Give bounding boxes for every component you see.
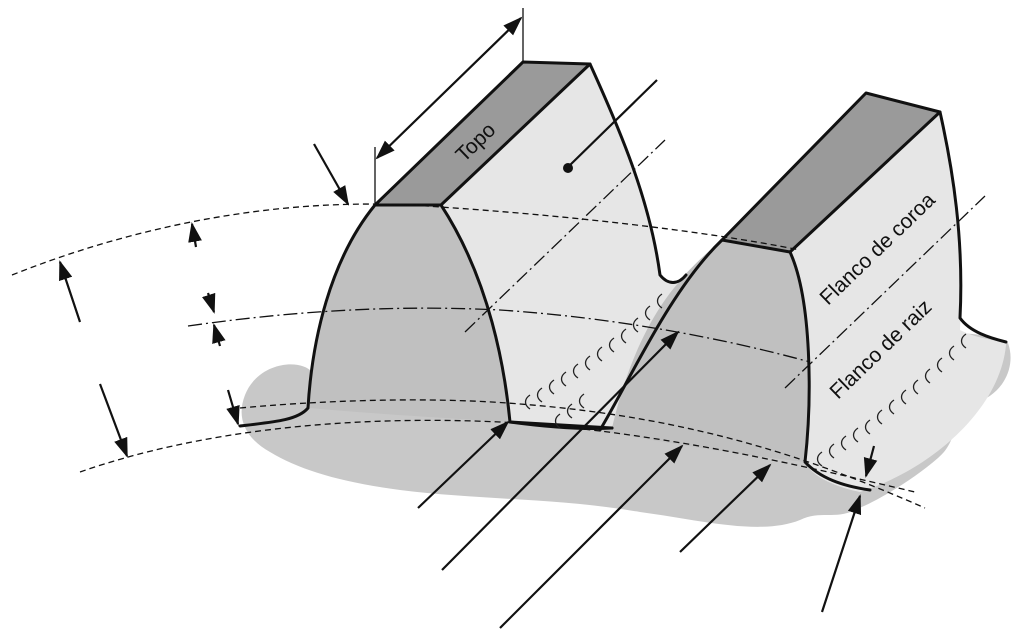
- tooth-1-front-face: [310, 205, 510, 422]
- reference-curves: [11, 139, 986, 509]
- tooth-2-top-land: [722, 93, 940, 252]
- tooth-2-outline: [598, 91, 1008, 492]
- root-fillet-marks: [524, 293, 967, 467]
- face-width-dimension: [374, 8, 524, 205]
- tooth-2-front-face: [585, 240, 810, 462]
- leader-arrows: [58, 79, 878, 629]
- tooth-2-side-face: [790, 112, 1006, 492]
